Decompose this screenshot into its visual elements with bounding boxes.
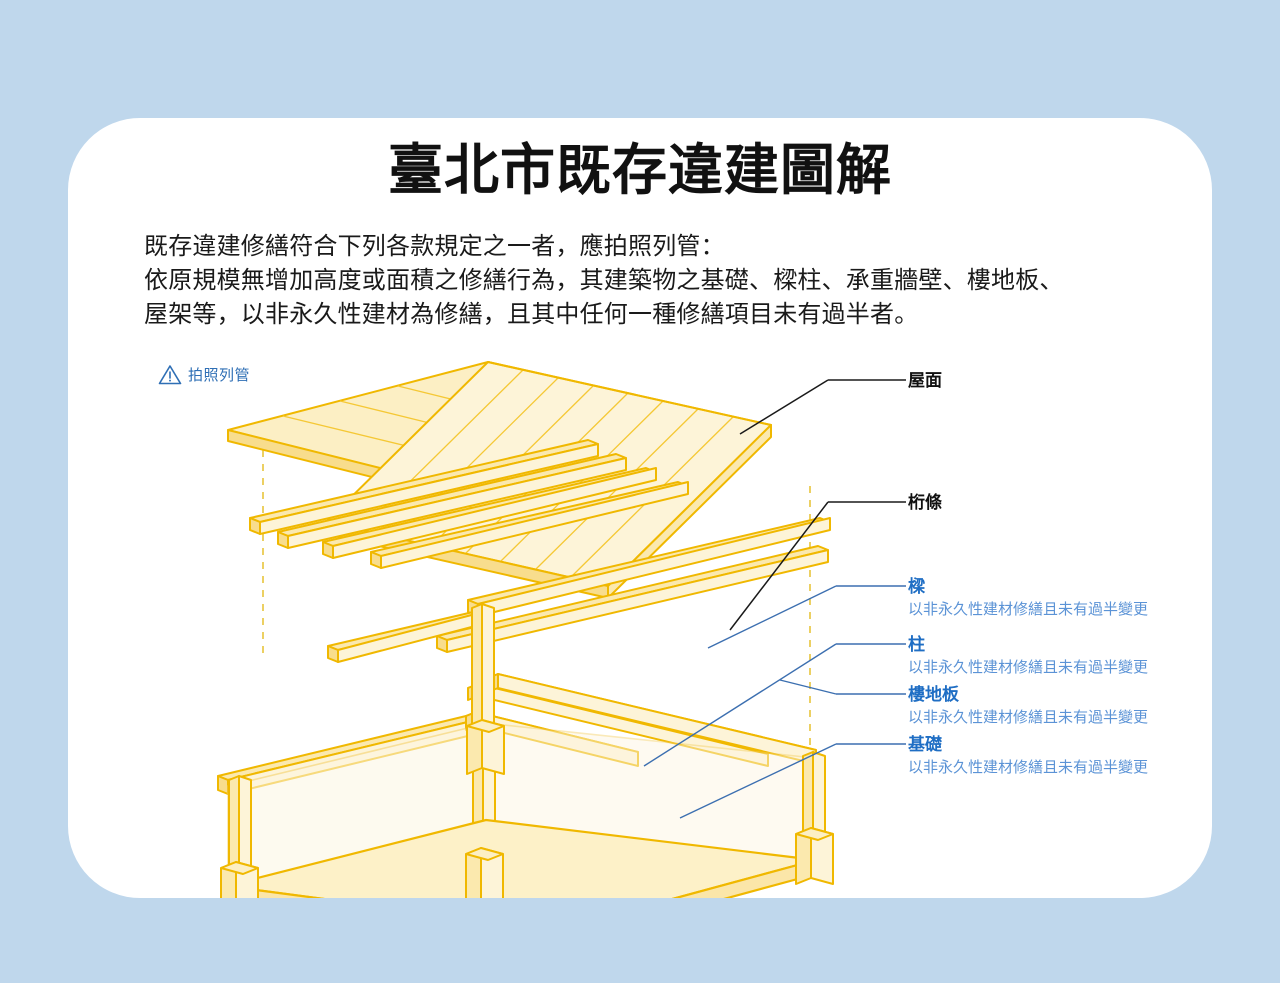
roof-ridge-line [487,361,772,426]
foundation-back-left [220,861,259,898]
callout-label-foundation: 基礎 [907,734,943,754]
content-card: 臺北市既存違建圖解 既存違建修繕符合下列各款規定之一者，應拍照列管： 依原規模無… [68,118,1212,898]
intro-line-1: 既存違建修繕符合下列各款規定之一者，應拍照列管： [144,233,725,260]
warning-triangle-icon [158,365,182,385]
foundation-front-center [465,847,504,898]
callout-sub-floor-slab: 以非永久性建材修繕且未有過半變更 [908,709,1148,726]
purlin-2 [277,453,627,549]
leader-roof [739,379,906,435]
intro-line-3: 屋架等，以非永久性建材為修繕，且其中任何一種修繕項目未有過半者。 [144,301,919,329]
callout-label-purlin: 桁條 [908,492,942,512]
callout-label-floor-slab: 樓地板 [908,684,960,704]
callout-label-roof: 屋面 [908,371,942,390]
callout-labels: 屋面 桁條 樑 以非永久性建材修繕且未有過半變更 柱 以非永久性建材修繕且未有過… [907,371,1148,776]
leader-foundation [679,743,906,819]
photo-record-badge: 拍照列管 [158,364,250,385]
purlin-assembly [249,439,831,617]
foundation-center-rear [466,719,505,775]
exploded-building-diagram: .tl { fill: none; stroke: #f0b800; strok… [217,361,1148,898]
beam-long-right [436,545,829,653]
purlin-1 [249,439,599,535]
foundation-assembly [220,719,834,898]
photo-record-badge-label: 拍照列管 [188,367,251,384]
leader-purlin [729,501,906,631]
beam-short-left [327,611,484,663]
purlin-4 [370,481,689,569]
foundation-right [795,827,834,885]
callout-sub-column: 以非永久性建材修繕且未有過半變更 [908,659,1148,676]
purlin-3 [322,467,657,559]
leader-column [643,643,906,767]
leader-lines [643,379,906,819]
callout-sub-foundation: 以非永久性建材修繕且未有過半變更 [908,759,1148,776]
callout-label-beam: 樑 [908,576,926,596]
leader-beam [707,585,906,649]
callout-sub-beam: 以非永久性建材修繕且未有過半變更 [908,601,1148,618]
leader-floor-slab [779,679,906,695]
intro-text: 既存違建修繕符合下列各款規定之一者，應拍照列管： 依原規模無增加高度或面積之修繕… [144,230,1194,332]
intro-line-2: 依原規模無增加高度或面積之修繕行為，其建築物之基礎、樑柱、承重牆壁、樓地板、 [144,267,1064,295]
callout-label-column: 柱 [908,634,925,654]
page-title: 臺北市既存違建圖解 [387,139,892,201]
